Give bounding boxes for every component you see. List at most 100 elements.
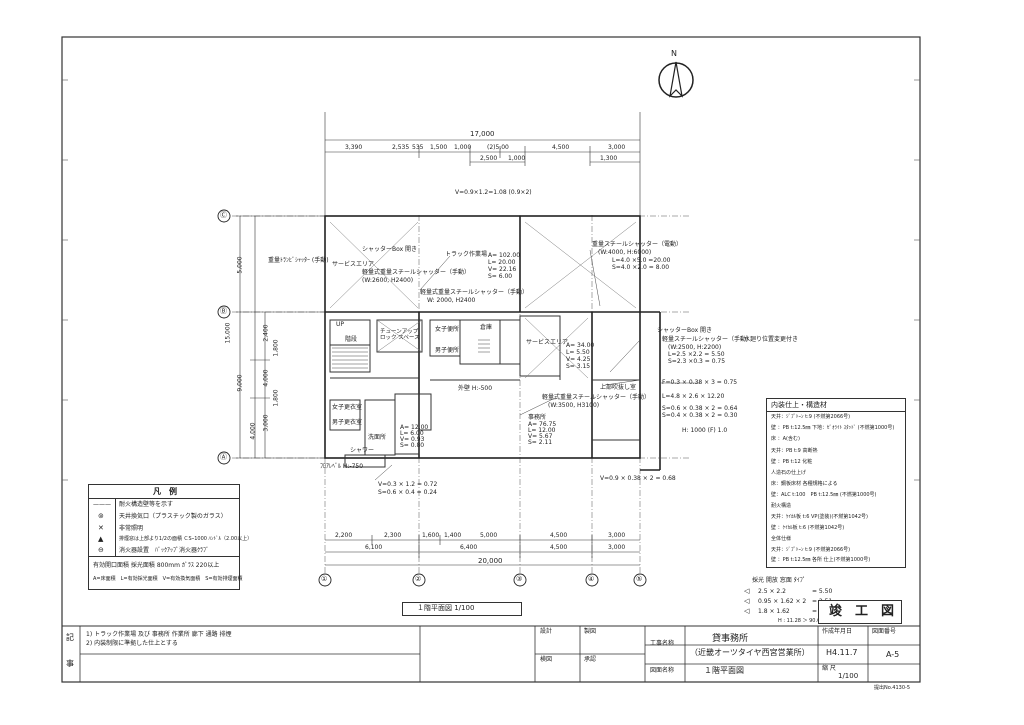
legend-title: 凡 例 (153, 487, 177, 496)
finish-row: 天井：ｼﾞﾌﾟﾄｰﾝ t:9 (不燃第2066号) (771, 547, 851, 553)
plan-title-box: １階平面図 1/100 (402, 602, 522, 616)
title-block-project-label: 工事名称 (650, 640, 675, 647)
sanitary-stat-l: L= 6.00 (400, 430, 424, 437)
dim-top-1: 3,390 (345, 144, 363, 151)
finish-row: 壁：ALC t:100 PB t:12.5㎜ (不燃第1000号) (771, 492, 877, 498)
service-stat-l: L= 5.50 (566, 349, 590, 356)
finish-row: 壁 ：PB t:12.5㎜ 下地：ｾﾞｵﾗｲﾄ ｽﾀｯﾄﾞ (不燃第1000号) (771, 425, 895, 431)
finish-row: 天井：ｼﾞﾌﾟﾄｰﾝ t:9 (不燃第2066号) (771, 414, 851, 420)
room-service-area-left: サービスエリア (332, 261, 375, 268)
window-mark-icon: ◁ (744, 607, 750, 615)
room-mens-wc: 男子便所 (435, 347, 460, 354)
legend-text-wall: 耐火構造壁等を示す (119, 501, 174, 508)
title-block-label-2: 事 (66, 659, 74, 668)
service-stat-s: S= 3.15 (566, 363, 591, 370)
title-block-note-2: 2) 内装制限に準拠した仕上とする (86, 640, 178, 647)
truck-stat-a: A= 102.00 (488, 252, 521, 259)
dim-top-2: 2,535 (392, 144, 410, 151)
title-block-drawing-name: １階平面図 (704, 666, 744, 675)
legend-text-extinguisher: 消火器設置 ﾊﾞｯｸｱｯﾌﾟ消火器ｸﾗﾌﾞ (119, 547, 210, 554)
finish-row: 天井：PB t:9 高断熱 (771, 448, 818, 454)
callout-shutter-c-stat-1: L=4.0 ×5.0 =20.00 (612, 257, 671, 264)
dim-top-6: (2)5,00 (487, 144, 509, 151)
callout-shutter-a-size: (W:2600, H2400) (362, 277, 414, 284)
formula-1: F=0.3 × 0.38 × 3 = 0.75 (662, 379, 738, 386)
grid-row-c: Ⓒ (220, 211, 227, 219)
formula-7: V=0.9 × 0.38 × 2 = 0.68 (600, 475, 676, 482)
dim-mid-4: 3,000 (608, 544, 626, 551)
finish-row: 壁 ：PB t:12 化粧 (771, 459, 813, 465)
room-shower: シャワー (350, 447, 375, 454)
dim-bottom-5: 5,000 (480, 532, 498, 539)
truck-stat-v: V= 22.16 (488, 266, 517, 273)
title-block-col-check: 検図 (540, 656, 553, 663)
dim-left-3: 4,000 (262, 369, 270, 387)
finish-row: 床 ：A(含む) (771, 436, 800, 442)
callout-window: H: 1000 (F) 1.0 (682, 427, 728, 434)
callout-shutter-b: 軽量式重量スチールシャッター（手動） (420, 289, 529, 296)
legend-text-emergency-light: 非常照明 (119, 525, 144, 532)
title-block-col-approve: 承認 (584, 656, 597, 663)
dim-top-7: 4,500 (552, 144, 570, 151)
dim-left-8: 4,000 (249, 422, 257, 440)
grid-col-1: ① (321, 575, 328, 583)
window-table-title: 採光 開放 窓面 ﾀｲﾌﾟ (752, 577, 806, 584)
callout-note-right: 水廻り位置変更付き (744, 336, 799, 343)
dim-mid-1: 6,100 (365, 544, 383, 551)
dim-left-4: 1,800 (272, 339, 280, 357)
callout-shutter-d-stat-2: S=2.3 ×0.3 = 0.75 (668, 358, 726, 365)
north-label: N (671, 49, 677, 58)
label-shutter-box: シャッターBox 開き (362, 246, 418, 253)
callout-shutter-box-right: シャッターBox 開き (657, 327, 713, 334)
room-office: 事務所 (528, 414, 547, 421)
dim-left-2: 2,400 (262, 324, 270, 342)
dim-top-5: 1,000 (454, 144, 472, 151)
room-ladies-wc: 女子便所 (435, 326, 460, 333)
room-tire-space: チューンアップロック スペース (380, 329, 420, 341)
finish-row: 壁 ：ｹｲｶﾙ板 t:6 (不燃第1042号) (771, 525, 845, 531)
finish-row: 床：鋼板床材 各種規格による (771, 481, 838, 487)
dim-overall-top: 17,000 (470, 130, 495, 138)
title-block-sheet: A-5 (886, 650, 900, 659)
sanitary-stat-a: A= 12.00 (400, 424, 429, 431)
dim-right: 1,300 (600, 155, 618, 162)
room-wash: 洗面所 (368, 434, 387, 441)
grid-col-2: ② (415, 575, 422, 583)
room-mens-locker: 男子更衣室 (332, 419, 363, 426)
callout-shutter-b-size: W: 2000, H2400 (427, 297, 476, 304)
office-stat-s: S= 2.11 (528, 439, 553, 446)
formula-6: S=0.6 × 0.4 = 0.24 (378, 489, 437, 496)
title-block-note-1: 1) トラック作業場 及び 事務所 作業所 廊下 通路 排煙 (86, 631, 232, 638)
dim-bottom-7: 3,000 (608, 532, 626, 539)
window-calc: 1.8 × 1.62 (758, 608, 790, 615)
legend-symbol-smoke-window-icon: ▲ (98, 535, 104, 543)
grid-row-b: Ⓑ (220, 307, 227, 315)
finish-row: 耐火構造 (771, 503, 792, 509)
window-calc: 2.5 × 2.2 (758, 588, 786, 595)
formula-4: S=0.4 × 0.38 × 2 = 0.30 (662, 412, 738, 419)
callout-shutter-a: 軽量式重量スチールシャッター（手動） (362, 269, 471, 276)
dim-bottom-2: 2,300 (384, 532, 402, 539)
callout-shutter-c-size: (W:4000, H:6000) (598, 249, 652, 256)
title-block-date-label: 作成年月日 (822, 628, 853, 635)
legend-box: 凡 例 ——— 耐火構造壁等を示す ⊚ 天井換気口（プラスチック製のガラス） ✕… (88, 484, 252, 590)
office-stat-v: V= 5.67 (528, 433, 553, 440)
completion-stamp: 竣 工 図 (818, 600, 902, 624)
grid-col-5: ⑤ (636, 575, 643, 583)
formula-2: L=4.8 × 2.6 × 12.20 (662, 393, 725, 400)
finish-row: 全体仕様 (771, 536, 792, 542)
dim-sub-2: 1,000 (508, 155, 526, 162)
window-mark-icon: ◁ (744, 597, 750, 605)
title-block-no-label: 図面番号 (872, 628, 897, 635)
office-stat-l: L= 12.00 (528, 427, 556, 434)
callout-shutter-e-size: (W:3500, H3100) (548, 402, 600, 409)
callout-wall: 外壁 H:-500 (458, 385, 493, 392)
truck-stat-s: S= 6.00 (488, 273, 513, 280)
title-block-date: H4.11.7 (826, 648, 858, 657)
dim-bottom-4: 1,400 (444, 532, 462, 539)
legend-symbol-extinguisher-icon: ⊖ (98, 546, 104, 554)
dim-mid-2: 6,400 (460, 544, 478, 551)
dim-overall-bottom: 20,000 (478, 557, 503, 565)
stamp-text: 竣 工 図 (829, 604, 895, 619)
title-block-label-1: 記 (66, 633, 74, 642)
